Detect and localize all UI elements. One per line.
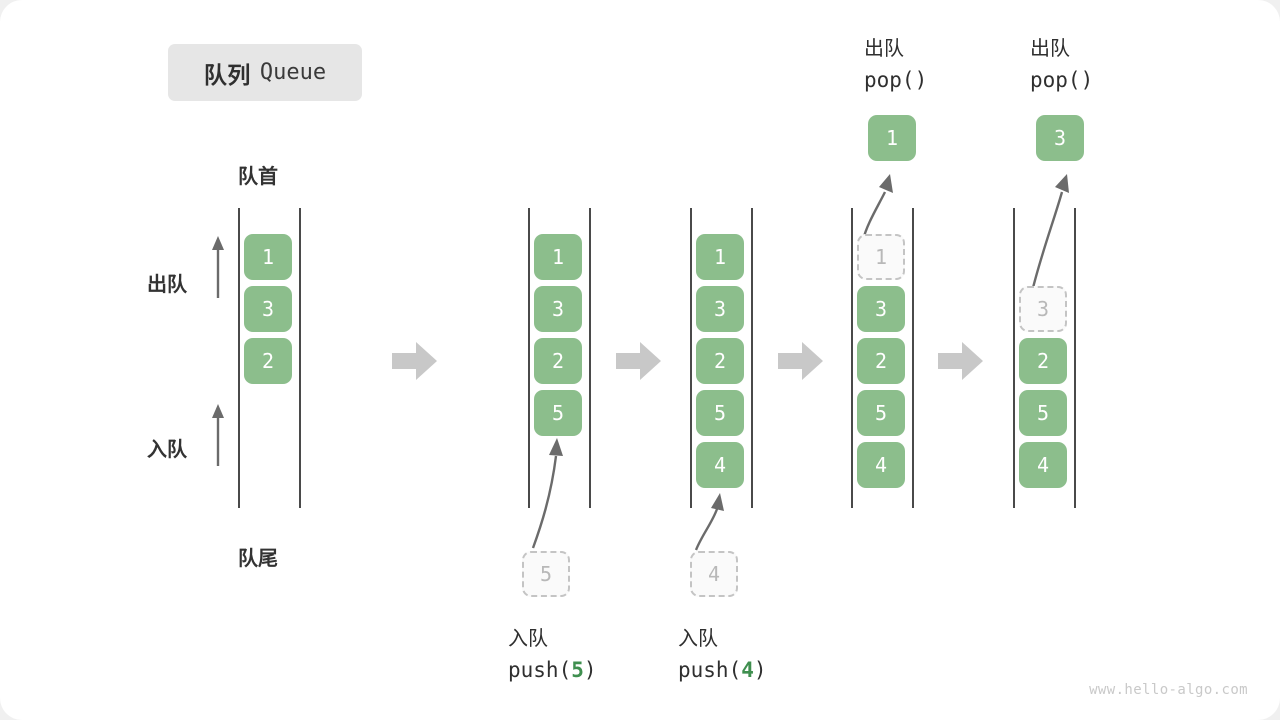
pop-label-cn-4: 出队 bbox=[864, 38, 904, 60]
queue-cell: 5 bbox=[1019, 390, 1067, 436]
step-arrow-icon bbox=[778, 342, 823, 380]
queue-rail-right-2 bbox=[589, 208, 591, 508]
queue-cell: 1 bbox=[534, 234, 582, 280]
dequeue-up-arrow-icon bbox=[212, 236, 224, 298]
queue-rail-left-3 bbox=[690, 208, 692, 508]
queue-ghost-cell: 3 bbox=[1019, 286, 1067, 332]
queue-ghost-cell: 1 bbox=[857, 234, 905, 280]
queue-cell: 3 bbox=[244, 286, 292, 332]
queue-rail-right-3 bbox=[751, 208, 753, 508]
queue-head-label: 队首 bbox=[238, 166, 278, 188]
pop-flow-arrow-icon bbox=[1030, 174, 1069, 293]
queue-cell: 2 bbox=[696, 338, 744, 384]
enqueue-up-arrow-icon bbox=[212, 404, 224, 466]
queue-cell: 4 bbox=[857, 442, 905, 488]
queue-cell: 5 bbox=[857, 390, 905, 436]
push-call-3: push(4) bbox=[678, 658, 767, 682]
queue-cell: 3 bbox=[696, 286, 744, 332]
queue-cell: 3 bbox=[857, 286, 905, 332]
queue-ghost-cell: 4 bbox=[690, 551, 738, 597]
push-flow-arrow-icon bbox=[694, 493, 724, 551]
step-arrow-icon bbox=[616, 342, 661, 380]
push-flow-arrow-icon bbox=[531, 438, 563, 549]
queue-cell: 5 bbox=[696, 390, 744, 436]
queue-cell: 4 bbox=[1019, 442, 1067, 488]
queue-cell: 2 bbox=[857, 338, 905, 384]
enqueue-label: 入队 bbox=[147, 439, 187, 461]
queue-rail-right-1 bbox=[299, 208, 301, 508]
queue-rail-left-2 bbox=[528, 208, 530, 508]
queue-rail-left-5 bbox=[1013, 208, 1015, 508]
push-label-cn: 入队 bbox=[678, 628, 718, 650]
queue-cell: 1 bbox=[244, 234, 292, 280]
queue-rail-left-1 bbox=[238, 208, 240, 508]
title-en: Queue bbox=[259, 60, 327, 85]
push-label-cn: 入队 bbox=[508, 628, 548, 650]
pop-label-cn-5: 出队 bbox=[1030, 38, 1070, 60]
queue-rail-left-4 bbox=[851, 208, 853, 508]
dequeue-label: 出队 bbox=[147, 274, 187, 296]
diagram-title-badge: 队列 Queue bbox=[168, 44, 362, 101]
popped-cell: 3 bbox=[1036, 115, 1084, 161]
pop-call-5: pop() bbox=[1030, 68, 1094, 92]
queue-cell-new: 4 bbox=[696, 442, 744, 488]
queue-rail-right-4 bbox=[912, 208, 914, 508]
queue-cell: 2 bbox=[534, 338, 582, 384]
queue-cell: 2 bbox=[1019, 338, 1067, 384]
push-call-2: push(5) bbox=[508, 658, 597, 682]
queue-ghost-cell: 5 bbox=[522, 551, 570, 597]
queue-cell: 2 bbox=[244, 338, 292, 384]
queue-cell-new: 5 bbox=[534, 390, 582, 436]
queue-tail-label: 队尾 bbox=[238, 548, 278, 570]
queue-rail-right-5 bbox=[1074, 208, 1076, 508]
queue-cell: 3 bbox=[534, 286, 582, 332]
title-cn: 队列 bbox=[203, 61, 251, 88]
pop-flow-arrow-icon bbox=[861, 174, 893, 241]
step-arrow-icon bbox=[392, 342, 437, 380]
queue-cell: 1 bbox=[696, 234, 744, 280]
push-arg: 4 bbox=[741, 658, 754, 682]
popped-cell: 1 bbox=[868, 115, 916, 161]
watermark: www.hello-algo.com bbox=[1089, 682, 1248, 698]
step-arrow-icon bbox=[938, 342, 983, 380]
pop-call-4: pop() bbox=[864, 68, 928, 92]
push-arg: 5 bbox=[571, 658, 584, 682]
